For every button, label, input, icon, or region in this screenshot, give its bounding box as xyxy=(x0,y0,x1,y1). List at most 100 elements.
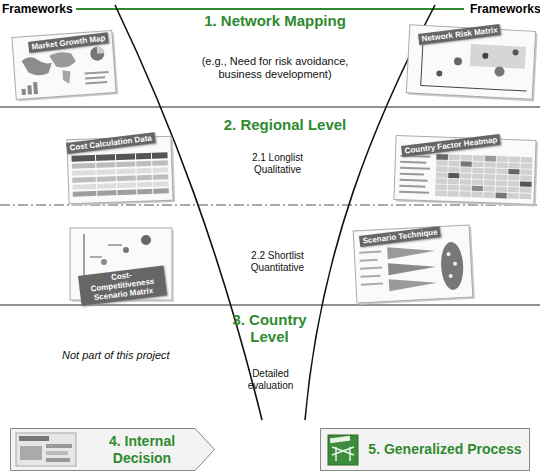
scenario-technique-picture xyxy=(353,225,475,305)
scenario-cloud xyxy=(440,241,464,290)
map-shape xyxy=(62,70,71,85)
cell xyxy=(484,156,496,162)
thumb-frame xyxy=(12,31,116,100)
map-shape xyxy=(21,56,52,77)
axis xyxy=(84,234,85,278)
bar xyxy=(27,85,32,94)
stage-band: 3. Country LevelNot part of this project… xyxy=(0,305,540,420)
text-line xyxy=(85,76,105,79)
picture-block xyxy=(46,451,68,455)
thumb-frame xyxy=(406,25,535,100)
cell xyxy=(448,172,460,178)
thumbnail-title: Market Growth Map xyxy=(28,32,109,53)
arrow-shape xyxy=(11,429,215,471)
scenario-wedge xyxy=(387,245,436,259)
band-divider xyxy=(0,107,540,108)
framework-thumbnail: Market Growth Map xyxy=(14,34,114,96)
text-line xyxy=(85,81,107,85)
text-line xyxy=(108,244,122,246)
table-row xyxy=(72,181,168,189)
dot xyxy=(512,49,518,55)
table-row xyxy=(72,160,168,168)
framework-thumbnail: Scenario Technique xyxy=(355,228,471,300)
dot xyxy=(494,66,505,77)
scenario-wedge xyxy=(388,261,437,275)
grid-lines xyxy=(435,154,532,199)
bar xyxy=(33,82,38,94)
thumbnail-title: Scenario Technique xyxy=(359,226,441,247)
text-line xyxy=(90,256,102,258)
heat-cells xyxy=(435,154,532,199)
factor-lines xyxy=(359,252,383,285)
column-label: Frameworks xyxy=(470,2,540,16)
cell xyxy=(495,192,507,198)
step-heading: 2. Regional Level xyxy=(190,116,380,133)
heat-grid xyxy=(435,154,532,199)
cell xyxy=(460,161,472,167)
picture-block xyxy=(20,446,42,460)
text-line xyxy=(85,71,109,75)
stage-band: 2.1 Longlist Qualitative Cost Calculation… xyxy=(0,107,540,205)
axis xyxy=(421,85,527,91)
cell xyxy=(471,185,483,191)
market-growth-map-picture xyxy=(12,30,118,101)
dot xyxy=(446,252,450,256)
framework-thumbnail: Cost-Competitiveness Scenario Matrix xyxy=(70,228,172,300)
top-rule xyxy=(76,8,464,10)
process-icon xyxy=(326,433,360,467)
arrow-step-box: 4. Internal Decision xyxy=(10,428,215,471)
stage-band: 2. Regional Level2.1 Longlist Qualitativ… xyxy=(0,107,540,305)
picture-block xyxy=(46,444,72,448)
pie xyxy=(90,46,105,61)
axis xyxy=(421,40,423,86)
box-title: 4. Internal Decision xyxy=(86,428,198,471)
framework-thumbnail: Country Factor Heatmap xyxy=(395,138,535,202)
pie-slice xyxy=(97,46,104,53)
dot xyxy=(453,262,457,266)
picture-frame xyxy=(16,433,76,466)
stage-band: 2.2 Shortlist QuantitativeCost-Competiti… xyxy=(0,205,540,305)
table-row xyxy=(73,188,169,196)
stage-band: 1. Network Mapping (e.g., Need for risk a… xyxy=(0,0,540,107)
bar xyxy=(22,89,26,95)
icon-banner xyxy=(330,436,351,444)
framework-thumbnail: Cost Calculation Data xyxy=(68,138,172,202)
substep-label: 2.1 Longlist Qualitative xyxy=(240,152,315,175)
step-heading: 3. Country Level xyxy=(222,311,317,346)
icon-lines xyxy=(332,447,354,461)
scope-note: Not part of this project xyxy=(62,349,170,362)
bubble xyxy=(123,247,129,253)
process-box: 5. Generalized Process xyxy=(320,428,530,471)
dot xyxy=(449,274,453,278)
table-grid xyxy=(95,153,152,197)
cell xyxy=(508,169,520,175)
scenario-wedge xyxy=(389,277,438,291)
substep-label: Detailed evaluation xyxy=(238,368,303,391)
table-row xyxy=(72,167,168,175)
box-title: 5. Generalized Process xyxy=(361,429,529,470)
bubble xyxy=(101,259,107,265)
column-label: Frameworks xyxy=(2,2,73,16)
picture-block xyxy=(46,458,70,462)
dot xyxy=(436,70,442,76)
thumbnail-title: Cost Calculation Data xyxy=(66,132,155,154)
thumb-frame xyxy=(353,225,473,303)
step-note: (e.g., Need for risk avoidance, business… xyxy=(195,55,355,80)
network-risk-matrix-picture xyxy=(406,25,537,102)
cell xyxy=(519,181,531,187)
picture-banner xyxy=(19,436,49,441)
bubble xyxy=(141,235,151,245)
thumbnail-title: Cost-Competitiveness Scenario Matrix xyxy=(78,266,167,306)
table-header xyxy=(71,152,167,161)
thumbnail-title: Network Risk Matrix xyxy=(418,24,501,45)
table-row xyxy=(72,174,168,182)
dot xyxy=(454,57,462,65)
substep-label: 2.2 Shortlist Quantitative xyxy=(240,250,315,273)
thumbnail-title: Country Factor Heatmap xyxy=(401,134,501,157)
framework-thumbnail: Network Risk Matrix xyxy=(408,28,534,96)
icon-page xyxy=(328,435,358,465)
step-heading: 1. Network Mapping xyxy=(180,12,370,29)
dot xyxy=(482,53,488,59)
